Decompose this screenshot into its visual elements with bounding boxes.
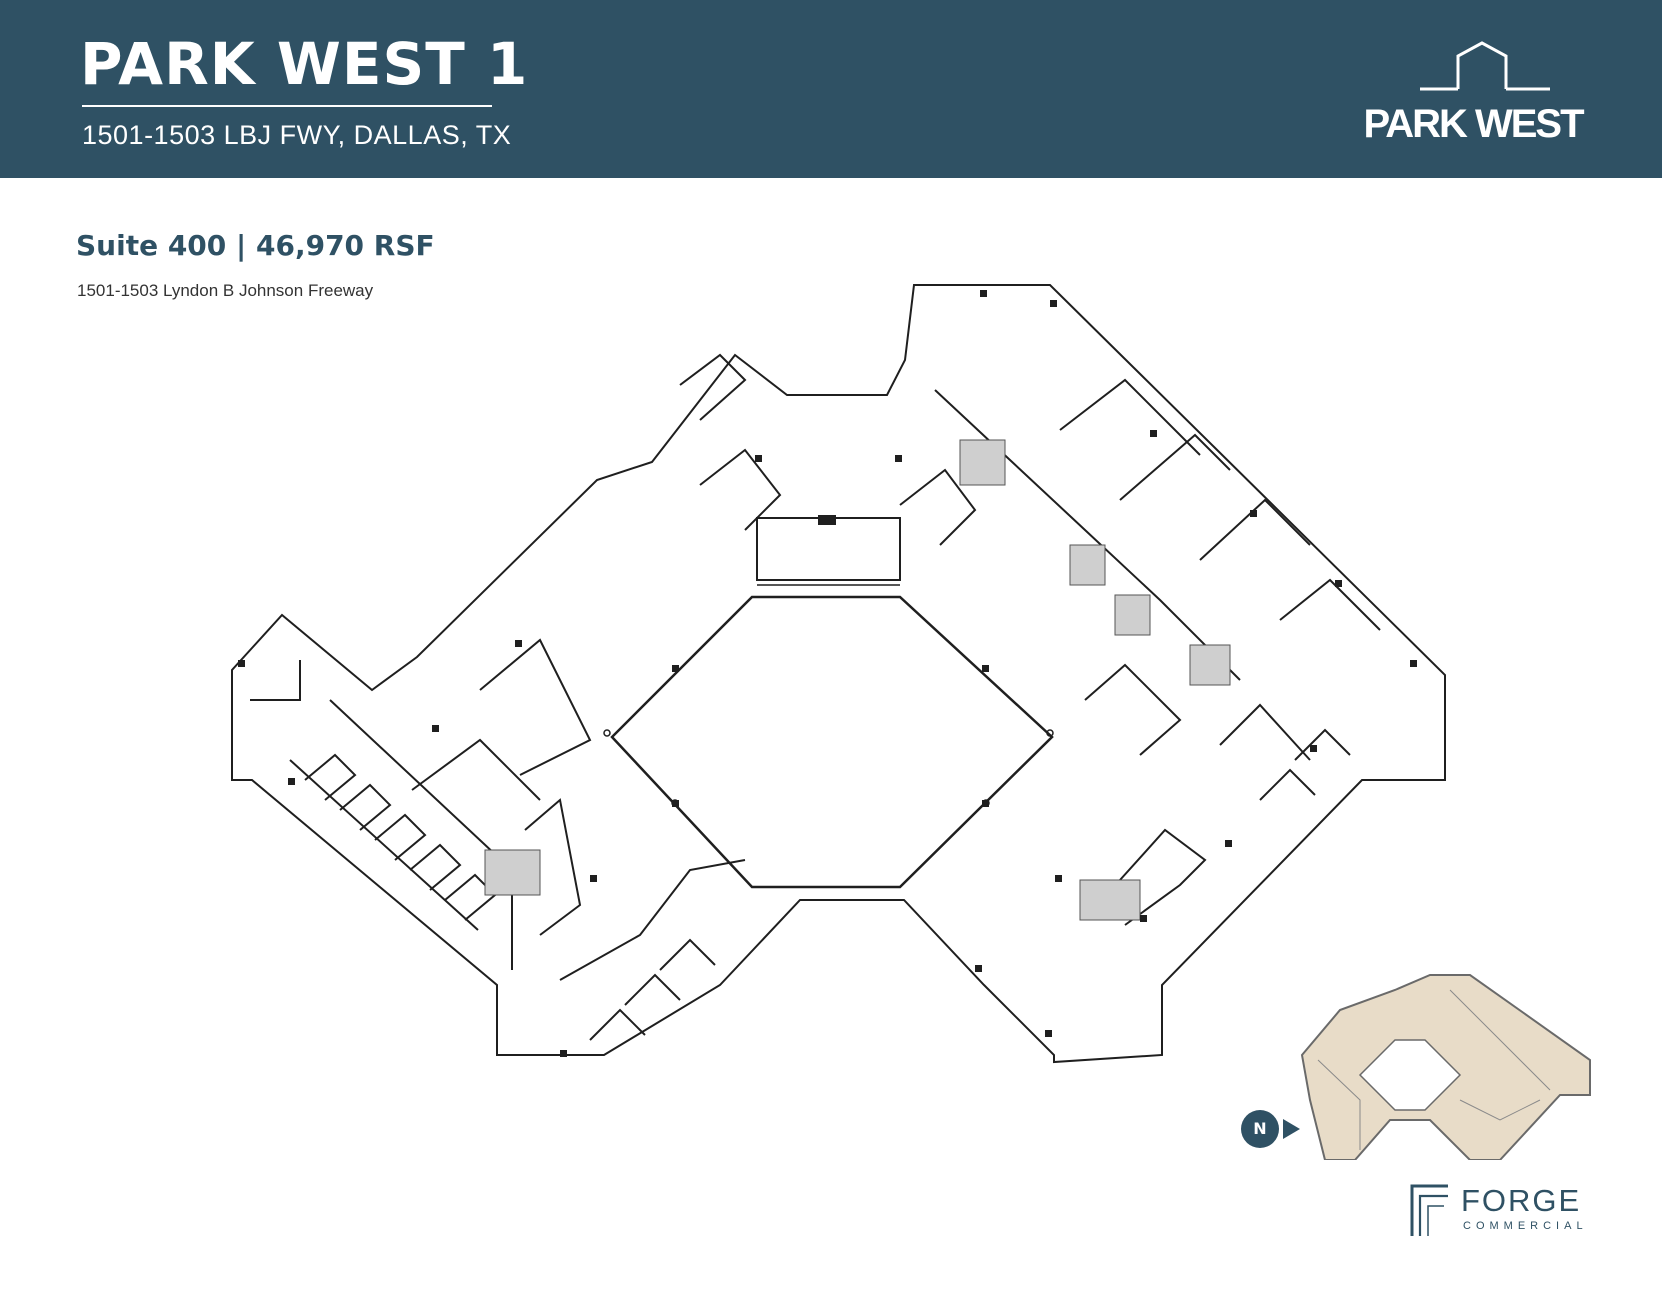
atrium-outline — [610, 595, 1054, 889]
building-address: 1501-1503 LBJ FWY, DALLAS, TX — [82, 120, 512, 150]
core-left-restroom — [484, 849, 541, 896]
forge-company-subtitle: COMMERCIAL — [1463, 1220, 1588, 1232]
key-plan — [1300, 974, 1591, 1160]
floor-plan-outline — [231, 284, 1446, 1064]
park-west-logo: PARK WEST — [1363, 102, 1584, 146]
north-arrow-icon — [1283, 1119, 1300, 1139]
header-banner: PARK WEST 1 1501-1503 LBJ FWY, DALLAS, T… — [0, 0, 1662, 178]
forge-logo-icon — [1410, 1184, 1448, 1236]
title-divider — [82, 105, 492, 107]
north-indicator: N — [1241, 1110, 1279, 1148]
core-upper-right — [959, 439, 1006, 486]
house-outline-icon — [1420, 41, 1550, 91]
suite-heading: Suite 400 | 46,970 RSF — [76, 229, 435, 262]
building-title: PARK WEST 1 — [80, 30, 529, 98]
core-elevator-b — [1114, 594, 1151, 636]
forge-company-name: FORGE — [1461, 1183, 1582, 1218]
core-stair-right — [1189, 644, 1231, 686]
core-right-restroom — [1079, 879, 1141, 921]
suite-address: 1501-1503 Lyndon B Johnson Freeway — [77, 281, 374, 300]
key-plan-atrium — [1358, 1039, 1462, 1111]
lobby-outline — [756, 517, 901, 581]
floor-plan — [231, 284, 1446, 1064]
core-elevator-a — [1069, 544, 1106, 586]
